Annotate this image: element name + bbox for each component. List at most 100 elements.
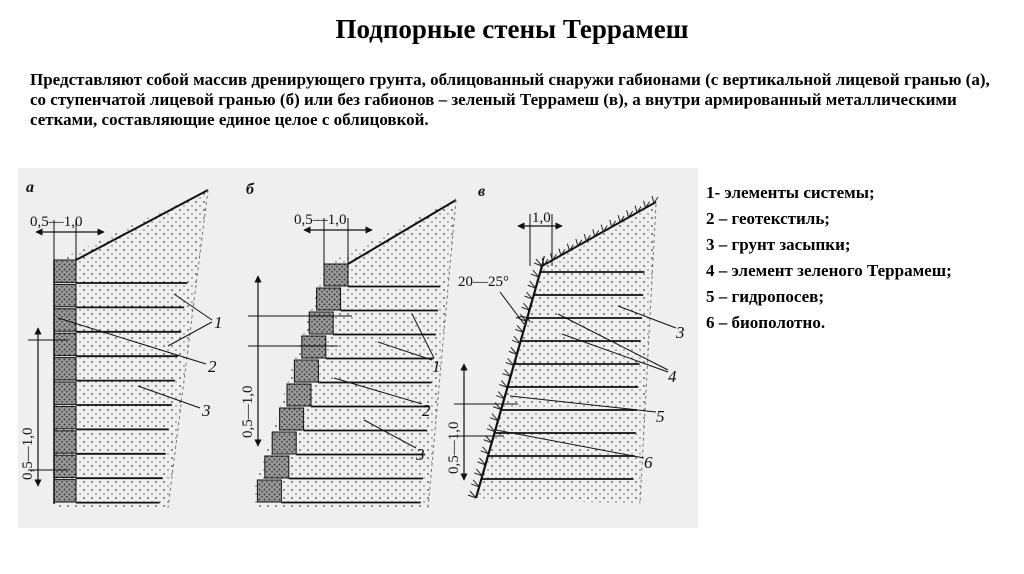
vegetation-tuft <box>488 424 496 433</box>
vegetation-tuft <box>533 262 543 267</box>
vegetation-tuft <box>566 243 570 251</box>
vegetation-tuft <box>482 446 489 455</box>
legend-list: 1- элементы системы; 2 – геотекстиль; 3 … <box>706 180 952 336</box>
vegetation-tuft <box>600 224 604 232</box>
gabion-block <box>53 381 77 405</box>
vegetation-tuft <box>535 258 543 267</box>
legend-item-3: 3 – грунт засыпки; <box>706 235 851 254</box>
leader-a-3 <box>137 385 201 409</box>
callout-a-3: 3 <box>201 401 211 420</box>
vegetation-tuft <box>532 269 540 278</box>
vegetation-tuft <box>497 391 505 399</box>
terramesh-figure: 0,5—1,0 а 0,5—1,0 1 2 3 0,5—1,0 б <box>18 168 698 528</box>
dim-top-b-text: 0,5—1,0 <box>294 212 347 228</box>
gabion-block <box>53 454 77 479</box>
gabion-block <box>53 259 77 283</box>
gabion-step <box>293 359 319 383</box>
vegetation-tuft <box>651 195 655 204</box>
panel-a-letter: а <box>26 179 34 196</box>
dim-side-b-text: 0,5—1,0 <box>240 386 256 439</box>
vegetation-tuft <box>575 238 579 247</box>
legend-item-5: 5 – гидропосев; <box>706 287 825 306</box>
mesh-face-wrap <box>526 301 532 319</box>
legend-item-4: 4 – элемент зеленого Террамеш; <box>706 261 952 280</box>
gabion-step <box>264 455 290 479</box>
vegetation-tuft <box>513 336 521 344</box>
slide-title: Подпорные стены Террамеш <box>335 14 689 44</box>
callout-a-2: 2 <box>208 357 217 376</box>
gabion-step <box>316 287 342 311</box>
vegetation-tuft <box>485 435 493 444</box>
vegetation-tuft <box>492 406 502 411</box>
leader-v-4a <box>557 313 669 371</box>
vegetation-tuft <box>480 450 489 455</box>
gabion-step <box>271 431 297 455</box>
legend-item-6: 6 – биополотно. <box>706 313 826 332</box>
vegetation-tuft <box>510 347 518 355</box>
gabion-block <box>53 479 77 503</box>
vegetation-tuft <box>568 244 574 251</box>
panel-b-letter: б <box>246 181 255 198</box>
backfill-soil-v <box>476 204 656 504</box>
back-boundary-v <box>639 203 657 505</box>
vegetation-tuft <box>502 373 511 377</box>
angle-v-text: 20—25° <box>458 274 509 290</box>
vegetation-tuft <box>577 239 583 247</box>
callout-b-1: 1 <box>432 357 441 376</box>
vegetation-tuft <box>626 210 630 218</box>
mesh-face-wrap <box>493 416 500 434</box>
vegetation-tuft <box>527 284 536 289</box>
slope-line-b <box>347 199 457 265</box>
mesh-face-wrap <box>506 370 513 388</box>
dim-side-a-text: 0,5—1,0 <box>20 428 36 481</box>
vegetation-tuft <box>643 200 647 208</box>
backfill-soil-a <box>54 190 208 508</box>
callout-v-4: 4 <box>668 367 677 386</box>
panel-b: 0,5—1,0 б 0,5—1,0 1 2 3 <box>240 181 457 509</box>
vegetation-tuft <box>521 306 530 311</box>
vegetation-tuft <box>592 229 596 237</box>
callout-v-6: 6 <box>644 453 653 472</box>
panel-v-letter: в <box>478 183 485 200</box>
gabion-block <box>53 357 77 381</box>
vegetation-tuft <box>609 219 613 227</box>
angle-v-leader <box>499 291 525 325</box>
gabion-steps-b <box>256 263 349 503</box>
gabion-block <box>53 283 77 308</box>
vegetation-tuft <box>489 417 499 422</box>
vegetation-tuft <box>519 313 527 322</box>
leader-v-3 <box>617 305 677 329</box>
vegetation-tuft <box>645 201 650 209</box>
terramesh-diagram: 0,5—1,0 а 0,5—1,0 1 2 3 0,5—1,0 б <box>20 179 685 509</box>
vegetation-tuft <box>499 384 508 388</box>
leader-a-2 <box>57 317 207 365</box>
leader-b-1b <box>377 341 433 361</box>
vegetation-tuft <box>636 206 642 213</box>
gabion-block <box>53 430 77 454</box>
vegetation-tuft <box>479 457 486 466</box>
legend-item-2: 2 – геотекстиль; <box>706 209 830 228</box>
vegetation-tuft <box>469 490 477 499</box>
vegetation-tuft <box>501 380 508 388</box>
dim-side-v-text: 0,5—1,0 <box>446 422 462 475</box>
gabion-column-a <box>53 259 77 503</box>
vegetation-tuft <box>583 234 587 242</box>
vegetation-tuft <box>491 413 499 421</box>
leader-b-2 <box>333 377 423 405</box>
vegetation-tuft <box>552 253 557 261</box>
vegetation-tuft <box>634 205 638 213</box>
vegetation-tuft <box>475 468 483 477</box>
vegetation-tuft <box>560 249 566 256</box>
gabion-step <box>279 407 305 431</box>
gabion-step <box>256 479 282 503</box>
leader-b-3 <box>363 419 417 449</box>
dim-top-a-text: 0,5—1,0 <box>30 214 83 230</box>
vegetation-tuft <box>504 369 511 377</box>
vegetation-tuft <box>526 291 533 300</box>
gabion-step <box>323 263 349 287</box>
vegetation-tuft <box>508 350 518 355</box>
leader-v-6 <box>495 429 645 459</box>
vegetation-tuft <box>474 472 483 477</box>
mesh-face-wrap <box>533 278 539 296</box>
mesh-face-wrap <box>480 462 486 480</box>
